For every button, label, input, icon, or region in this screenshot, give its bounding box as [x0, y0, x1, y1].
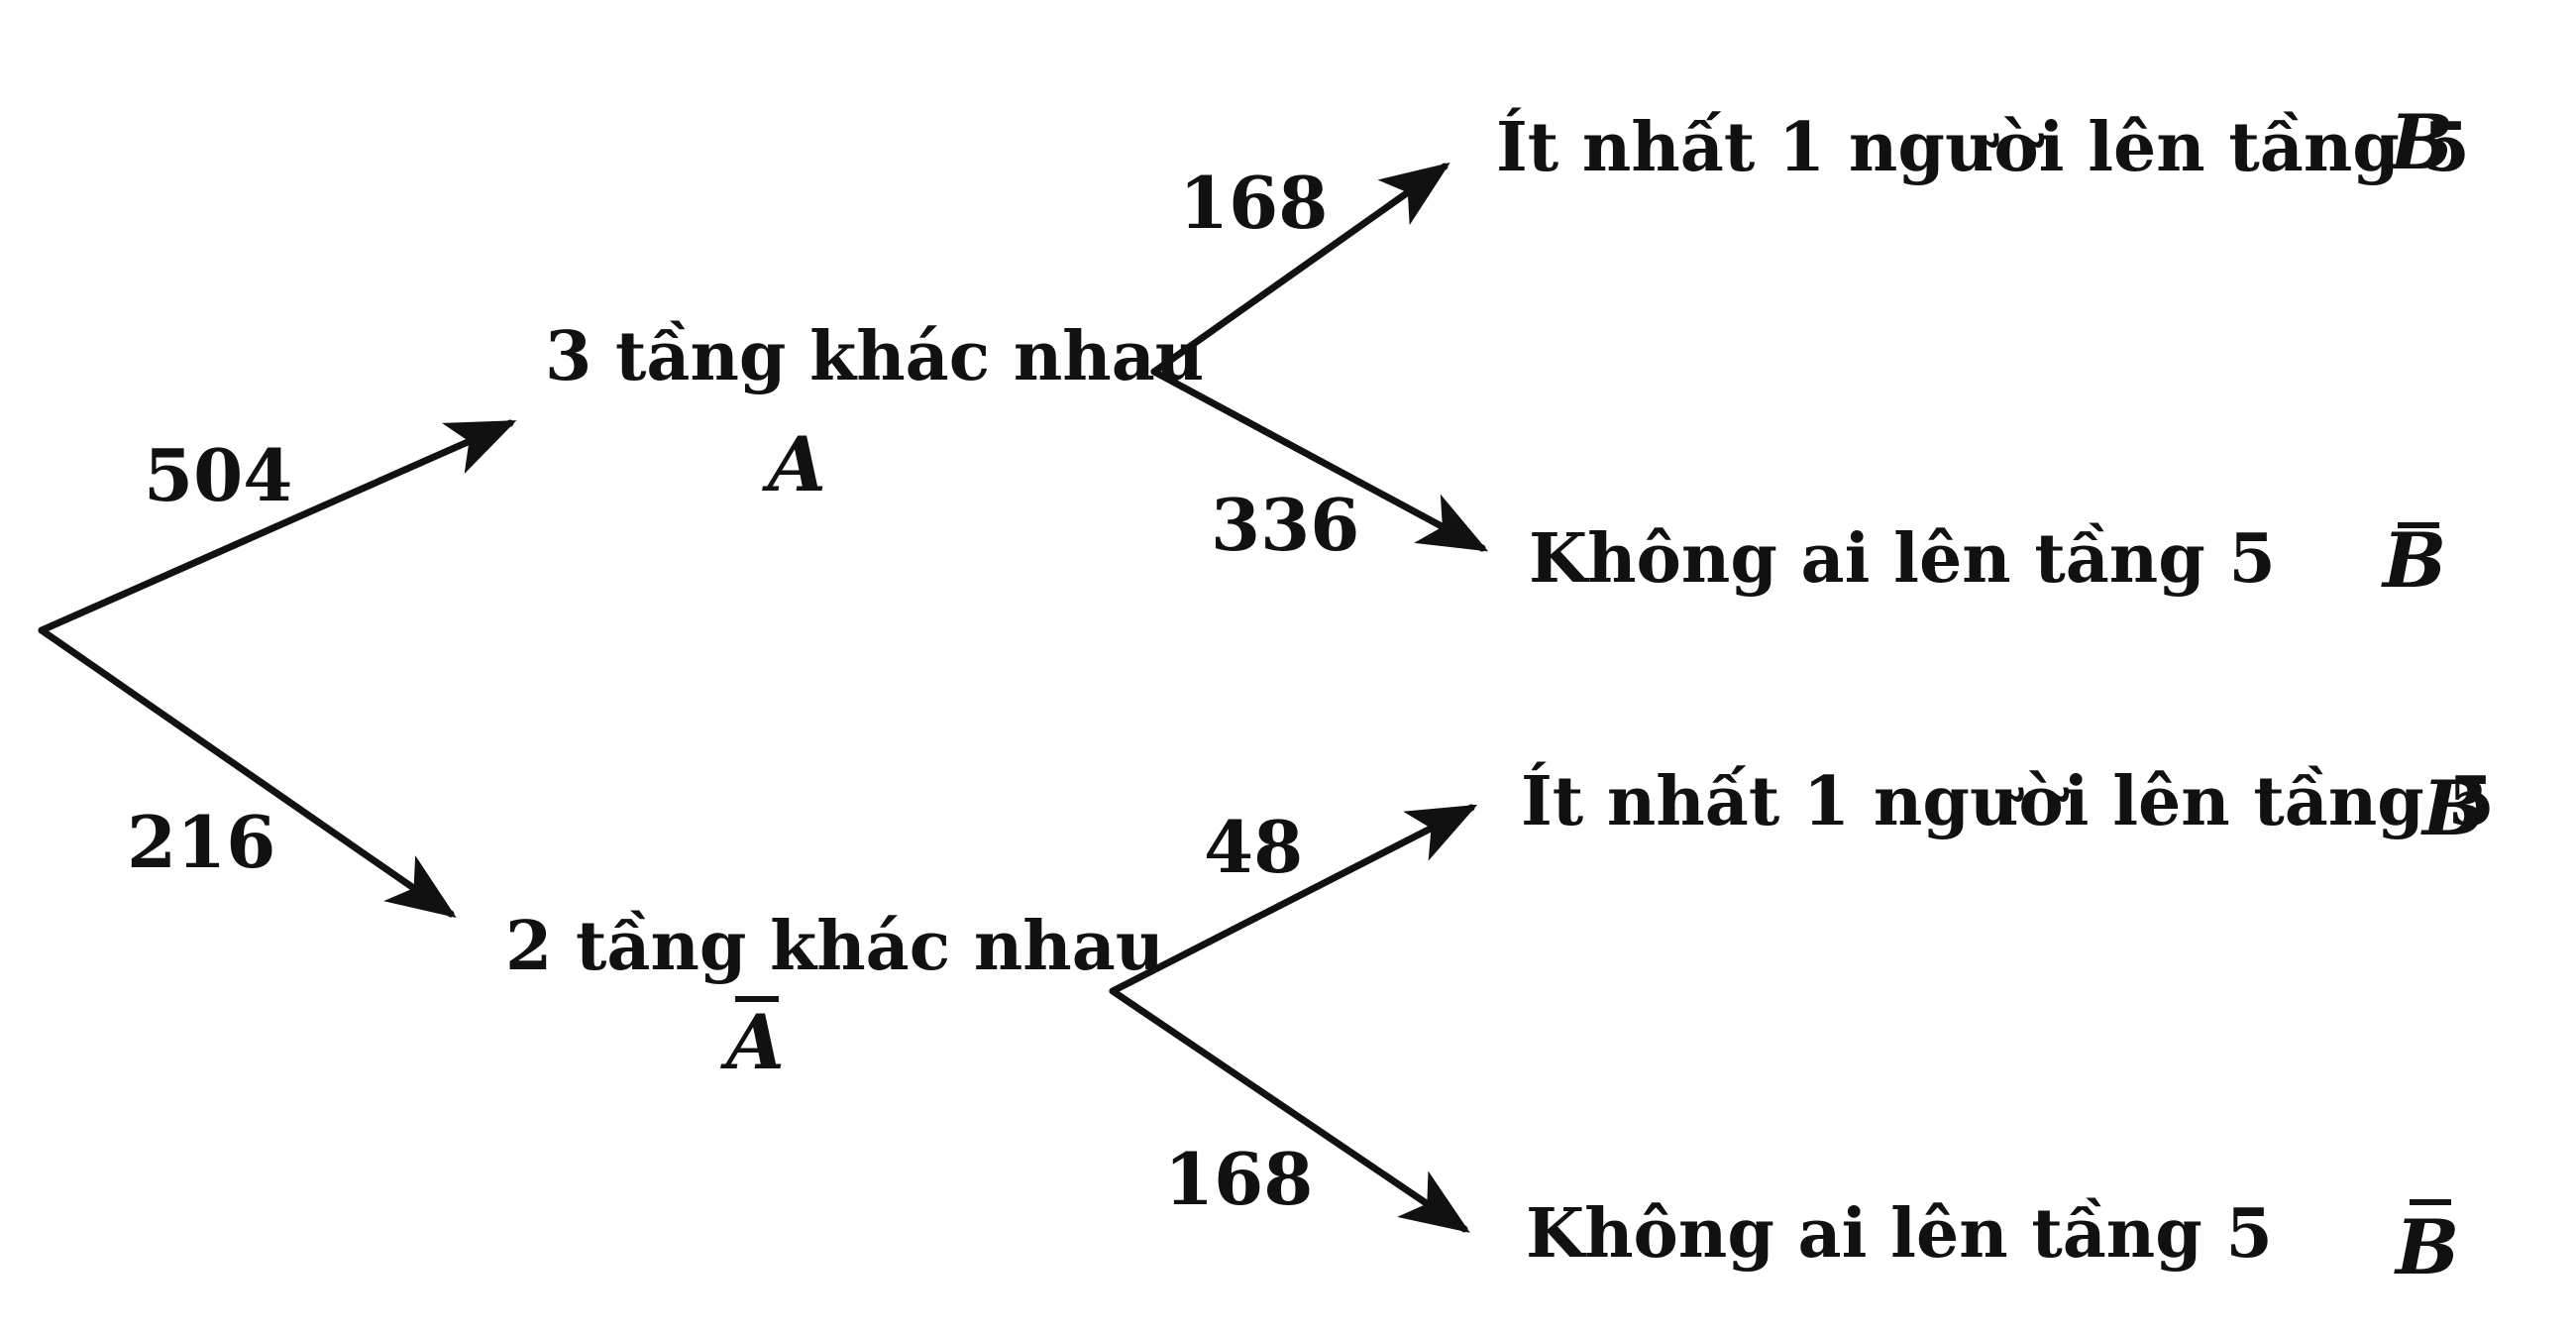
branch-arrow-A-bar-to-B	[1109, 804, 1478, 995]
branch-arrow-root-to-A	[38, 419, 517, 634]
branch-count-336: 336	[1211, 483, 1359, 567]
node-label-three-floors: 3 tầng khác nhau	[545, 317, 1204, 396]
branch-count-48: 48	[1204, 805, 1303, 889]
leaf-label-at-least-one-upper: Ít nhất 1 người lên tầng 5	[1496, 108, 2470, 187]
leaf-A-B: Ít nhất 1 người lên tầng 5 B	[1496, 98, 2470, 187]
leaf-label-nobody-lower: Không ai lên tầng 5	[1526, 1194, 2273, 1274]
branch-count-216: 216	[127, 800, 275, 884]
node-two-floors: 2 tầng khác nhau A	[505, 907, 1164, 1086]
branch-count-168-lower: 168	[1164, 1137, 1313, 1221]
event-symbol-B-lower: B	[2420, 764, 2486, 852]
event-symbol-B-upper: B	[2388, 98, 2453, 186]
node-three-floors: 3 tầng khác nhau A	[545, 317, 1204, 508]
branch-arrow-root-to-A-bar	[38, 626, 457, 918]
event-symbol-A-bar: A	[720, 998, 785, 1086]
root-branches: 504 216	[38, 419, 517, 918]
leaf-A-bar-B: Ít nhất 1 người lên tầng 5 B	[1521, 762, 2495, 852]
event-symbol-B-bar-lower: B	[2394, 1203, 2459, 1291]
branches-from-A-bar: 48 168	[1109, 804, 1478, 1233]
leaf-A-bar-B-bar: Không ai lên tầng 5 B	[1526, 1194, 2459, 1291]
branch-count-168-upper: 168	[1179, 161, 1328, 245]
leaf-label-nobody-upper: Không ai lên tầng 5	[1529, 519, 2276, 599]
branches-from-A: 168 336	[1150, 161, 1489, 567]
branch-arrow-A-bar-to-B-bar	[1109, 987, 1470, 1233]
node-label-two-floors: 2 tầng khác nhau	[505, 907, 1164, 986]
branch-count-504: 504	[144, 433, 292, 517]
leaf-A-B-bar: Không ai lên tầng 5 B	[1529, 516, 2446, 605]
event-symbol-B-bar-upper: B	[2381, 516, 2446, 605]
leaf-label-at-least-one-lower: Ít nhất 1 người lên tầng 5	[1521, 762, 2495, 841]
event-symbol-A: A	[762, 420, 826, 508]
branch-arrow-A-to-B-bar	[1150, 368, 1489, 552]
branch-arrow-A-to-B	[1150, 162, 1450, 376]
